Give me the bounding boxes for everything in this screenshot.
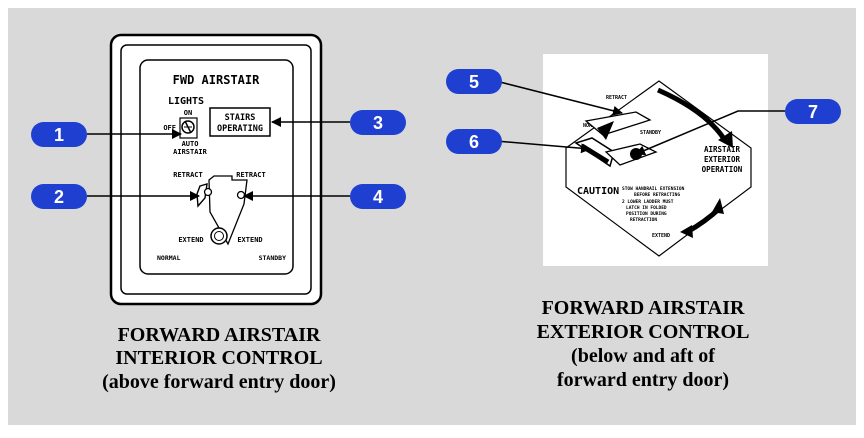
exterior-caption-line3: (below and aft of bbox=[571, 345, 715, 367]
stairs-light-box bbox=[209, 107, 271, 137]
exterior-caption-line2: EXTERIOR CONTROL bbox=[537, 321, 750, 343]
interior-extend-right-label: EXTEND bbox=[237, 236, 262, 244]
callout-4: 4 bbox=[350, 184, 406, 209]
exterior-operation-line3: OPERATION bbox=[702, 165, 743, 174]
caution-line-1b: BEFORE RETRACTING bbox=[634, 192, 680, 198]
handle-pivot-left bbox=[203, 187, 213, 197]
exterior-operation-line1: AIRSTAIR bbox=[704, 145, 741, 154]
callout-1-bubble bbox=[31, 122, 87, 147]
callout-4-number: 4 bbox=[373, 187, 383, 207]
callout-6: 6 bbox=[446, 129, 502, 154]
stairs-light-line2: OPERATING bbox=[217, 124, 263, 134]
exterior-caption-line1: FORWARD AIRSTAIR bbox=[542, 297, 745, 319]
lights-label: LIGHTS bbox=[168, 96, 204, 107]
callout-7-leader bbox=[635, 110, 785, 156]
callout-5: 5 bbox=[446, 69, 502, 94]
exterior-handle-arrow-left bbox=[597, 121, 614, 140]
callout-7: 7 bbox=[785, 99, 841, 124]
exterior-extend-label: EXTEND bbox=[652, 233, 670, 239]
interior-airstair-handle[interactable] bbox=[196, 175, 248, 246]
extend-arc-arrow-head bbox=[680, 225, 693, 238]
lights-auto-label: AUTO bbox=[182, 140, 199, 148]
interior-panel-title: FWD AIRSTAIR bbox=[173, 73, 260, 87]
callout-3-number: 3 bbox=[373, 113, 383, 133]
callout-2-number: 2 bbox=[54, 187, 64, 207]
interior-caption-line3: (above forward entry door) bbox=[102, 371, 336, 393]
exterior-operation-line2: EXTERIOR bbox=[704, 155, 741, 164]
callout-7-number: 7 bbox=[808, 102, 818, 122]
handle-pivot-right bbox=[236, 190, 246, 200]
interior-extend-left-label: EXTEND bbox=[178, 236, 203, 244]
caution-line-2d: RETRACTION bbox=[630, 217, 657, 223]
exterior-control-panel: RETRACT NORMAL STANDBY AIRSTAIR EXTERIOR… bbox=[543, 54, 768, 266]
interior-standby-label: STANDBY bbox=[259, 254, 286, 262]
exterior-standby-label: STANDBY bbox=[640, 130, 661, 136]
callout-3-bubble bbox=[350, 110, 406, 135]
caution-line-1a: STOW HANDRAIL EXTENSION bbox=[622, 186, 685, 192]
caution-word: CAUTION bbox=[577, 186, 619, 197]
callout-5-leader bbox=[495, 80, 623, 116]
lights-airstair-label: AIRSTAIR bbox=[173, 148, 208, 156]
retract-arc-arrow-head bbox=[718, 131, 733, 148]
callout-2: 2 bbox=[31, 184, 87, 209]
callout-6-number: 6 bbox=[469, 132, 479, 152]
callout-5-bubble bbox=[446, 69, 502, 94]
lights-on-label: ON bbox=[184, 109, 192, 117]
interior-control-panel: FWD AIRSTAIR LIGHTS ON OFF AUTO AIRSTAIR… bbox=[109, 33, 323, 306]
stairs-light-line1: STAIRS bbox=[225, 113, 256, 123]
caution-line-2b: LATCH IN FOLDED bbox=[626, 205, 667, 211]
callout-5-number: 5 bbox=[469, 72, 479, 92]
callout-7-bubble bbox=[785, 99, 841, 124]
exterior-caption-line4: forward entry door) bbox=[557, 369, 729, 391]
retract-arc-arrow-shaft bbox=[656, 87, 729, 144]
callout-6-bubble bbox=[446, 129, 502, 154]
callout-3: 3 bbox=[350, 110, 406, 135]
lights-toggle-switch[interactable] bbox=[179, 117, 198, 139]
callout-2-bubble bbox=[31, 184, 87, 209]
interior-caption-line2: INTERIOR CONTROL bbox=[115, 347, 322, 369]
callout-4-bubble bbox=[350, 184, 406, 209]
interior-retract-left-label: RETRACT bbox=[173, 171, 203, 179]
callout-6-leader bbox=[495, 140, 591, 154]
stairs-operating-light: STAIRS OPERATING bbox=[209, 107, 271, 137]
extend-arc-arrow-tail bbox=[712, 198, 724, 214]
callout-1: 1 bbox=[31, 122, 87, 147]
handle-stop-knob-inner bbox=[214, 231, 224, 241]
callout-1-number: 1 bbox=[54, 125, 64, 145]
interior-retract-right-label: RETRACT bbox=[236, 171, 266, 179]
interior-caption-line1: FORWARD AIRSTAIR bbox=[118, 324, 321, 346]
interior-normal-label: NORMAL bbox=[157, 254, 181, 262]
caution-line-2a: 2 LOWER LADDER MUST bbox=[622, 199, 674, 205]
exterior-retract-label: RETRACT bbox=[606, 95, 627, 101]
caution-line-2c: POSITION DURING bbox=[626, 211, 667, 217]
lights-off-label: OFF bbox=[163, 124, 176, 132]
